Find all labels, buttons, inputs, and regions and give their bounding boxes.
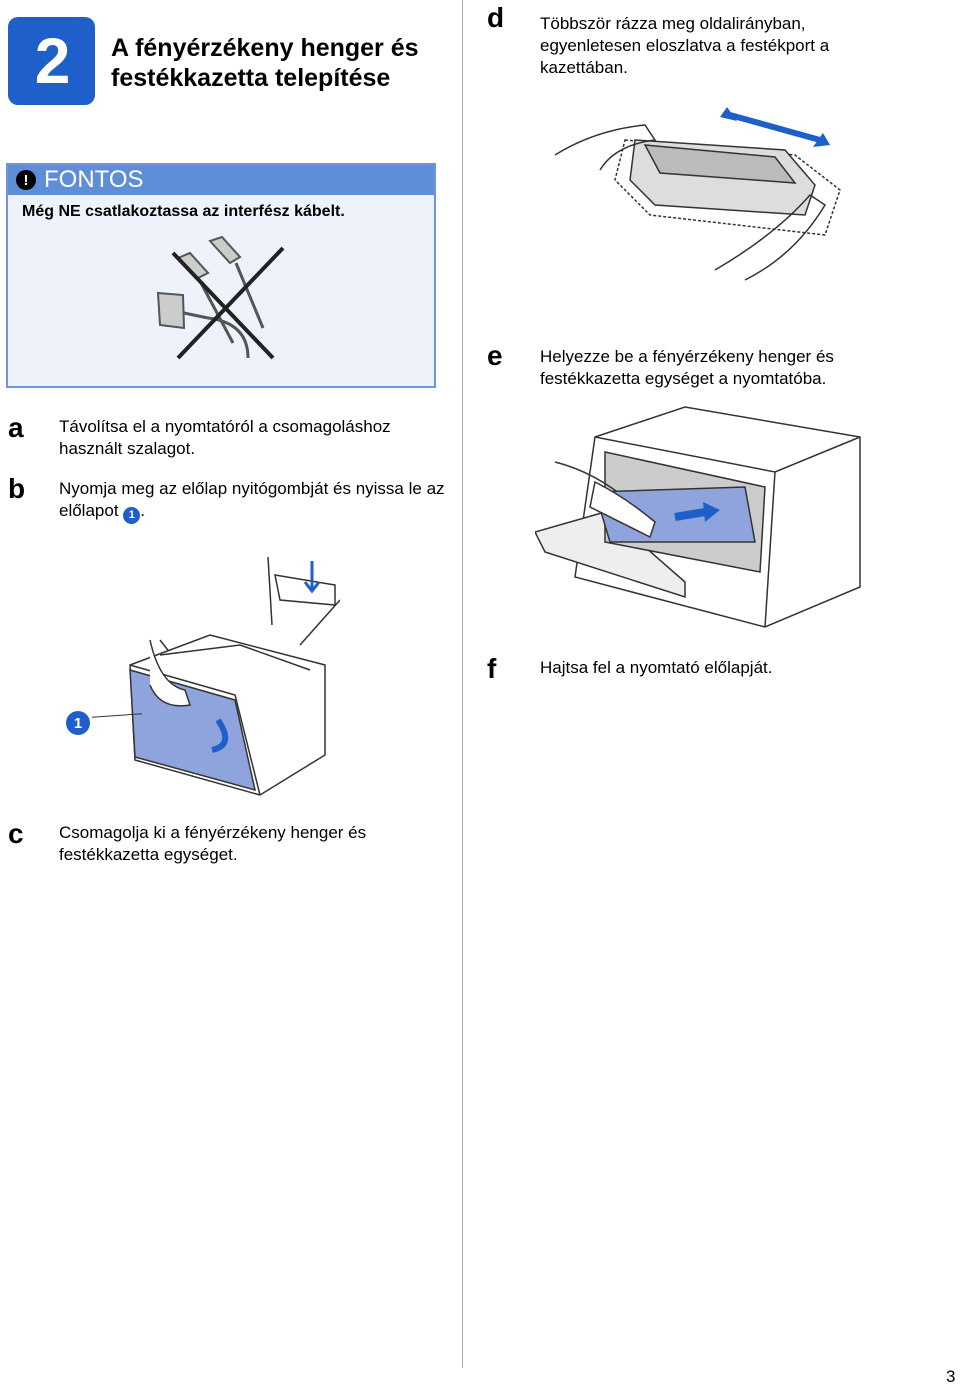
step-letter-e: e bbox=[487, 340, 503, 371]
step-text-a: Távolítsa el a nyomtatóról a csomagolásh… bbox=[59, 417, 391, 458]
step-letter-d: d bbox=[487, 2, 505, 33]
step-letter-c: c bbox=[8, 818, 24, 849]
step-text-d: Többször rázza meg oldalirányban, egyenl… bbox=[540, 14, 830, 77]
no-cable-illustration bbox=[156, 235, 285, 360]
callout-number: 1 bbox=[66, 711, 90, 735]
important-text: Még NE csatlakoztassa az interfész kábel… bbox=[22, 203, 345, 220]
page-title: A fényérzékeny henger és festékkazetta t… bbox=[111, 34, 419, 92]
step-letter-b: b bbox=[8, 473, 26, 504]
step-text-b-end: . bbox=[140, 501, 146, 520]
column-divider bbox=[462, 0, 463, 1368]
important-header: ! FONTOS bbox=[8, 165, 434, 195]
step-text-b-main: Nyomja meg az előlap nyitógombját és nyi… bbox=[59, 479, 445, 520]
printer-open-cover-illustration bbox=[129, 556, 340, 796]
printer-insert-illustration bbox=[535, 406, 861, 628]
page-number: 3 bbox=[946, 1367, 956, 1386]
step-letter-f: f bbox=[487, 653, 497, 684]
step-letter-a: a bbox=[8, 412, 24, 443]
step-text-b: Nyomja meg az előlap nyitógombját és nyi… bbox=[59, 478, 449, 524]
step-text-c: Csomagolja ki a fényérzékeny henger és f… bbox=[59, 823, 367, 864]
step-text-f: Hajtsa fel a nyomtató előlapját. bbox=[540, 658, 773, 677]
step-text-e: Helyezze be a fényérzékeny henger és fes… bbox=[540, 347, 834, 388]
step-number-badge: 2 bbox=[8, 17, 95, 105]
warning-icon: ! bbox=[16, 170, 36, 190]
important-label: FONTOS bbox=[44, 166, 144, 193]
ref-number-icon: 1 bbox=[123, 506, 141, 524]
important-box: ! FONTOS Még NE csatlakoztassa az interf… bbox=[6, 163, 436, 388]
shake-cartridge-illustration bbox=[555, 107, 841, 281]
